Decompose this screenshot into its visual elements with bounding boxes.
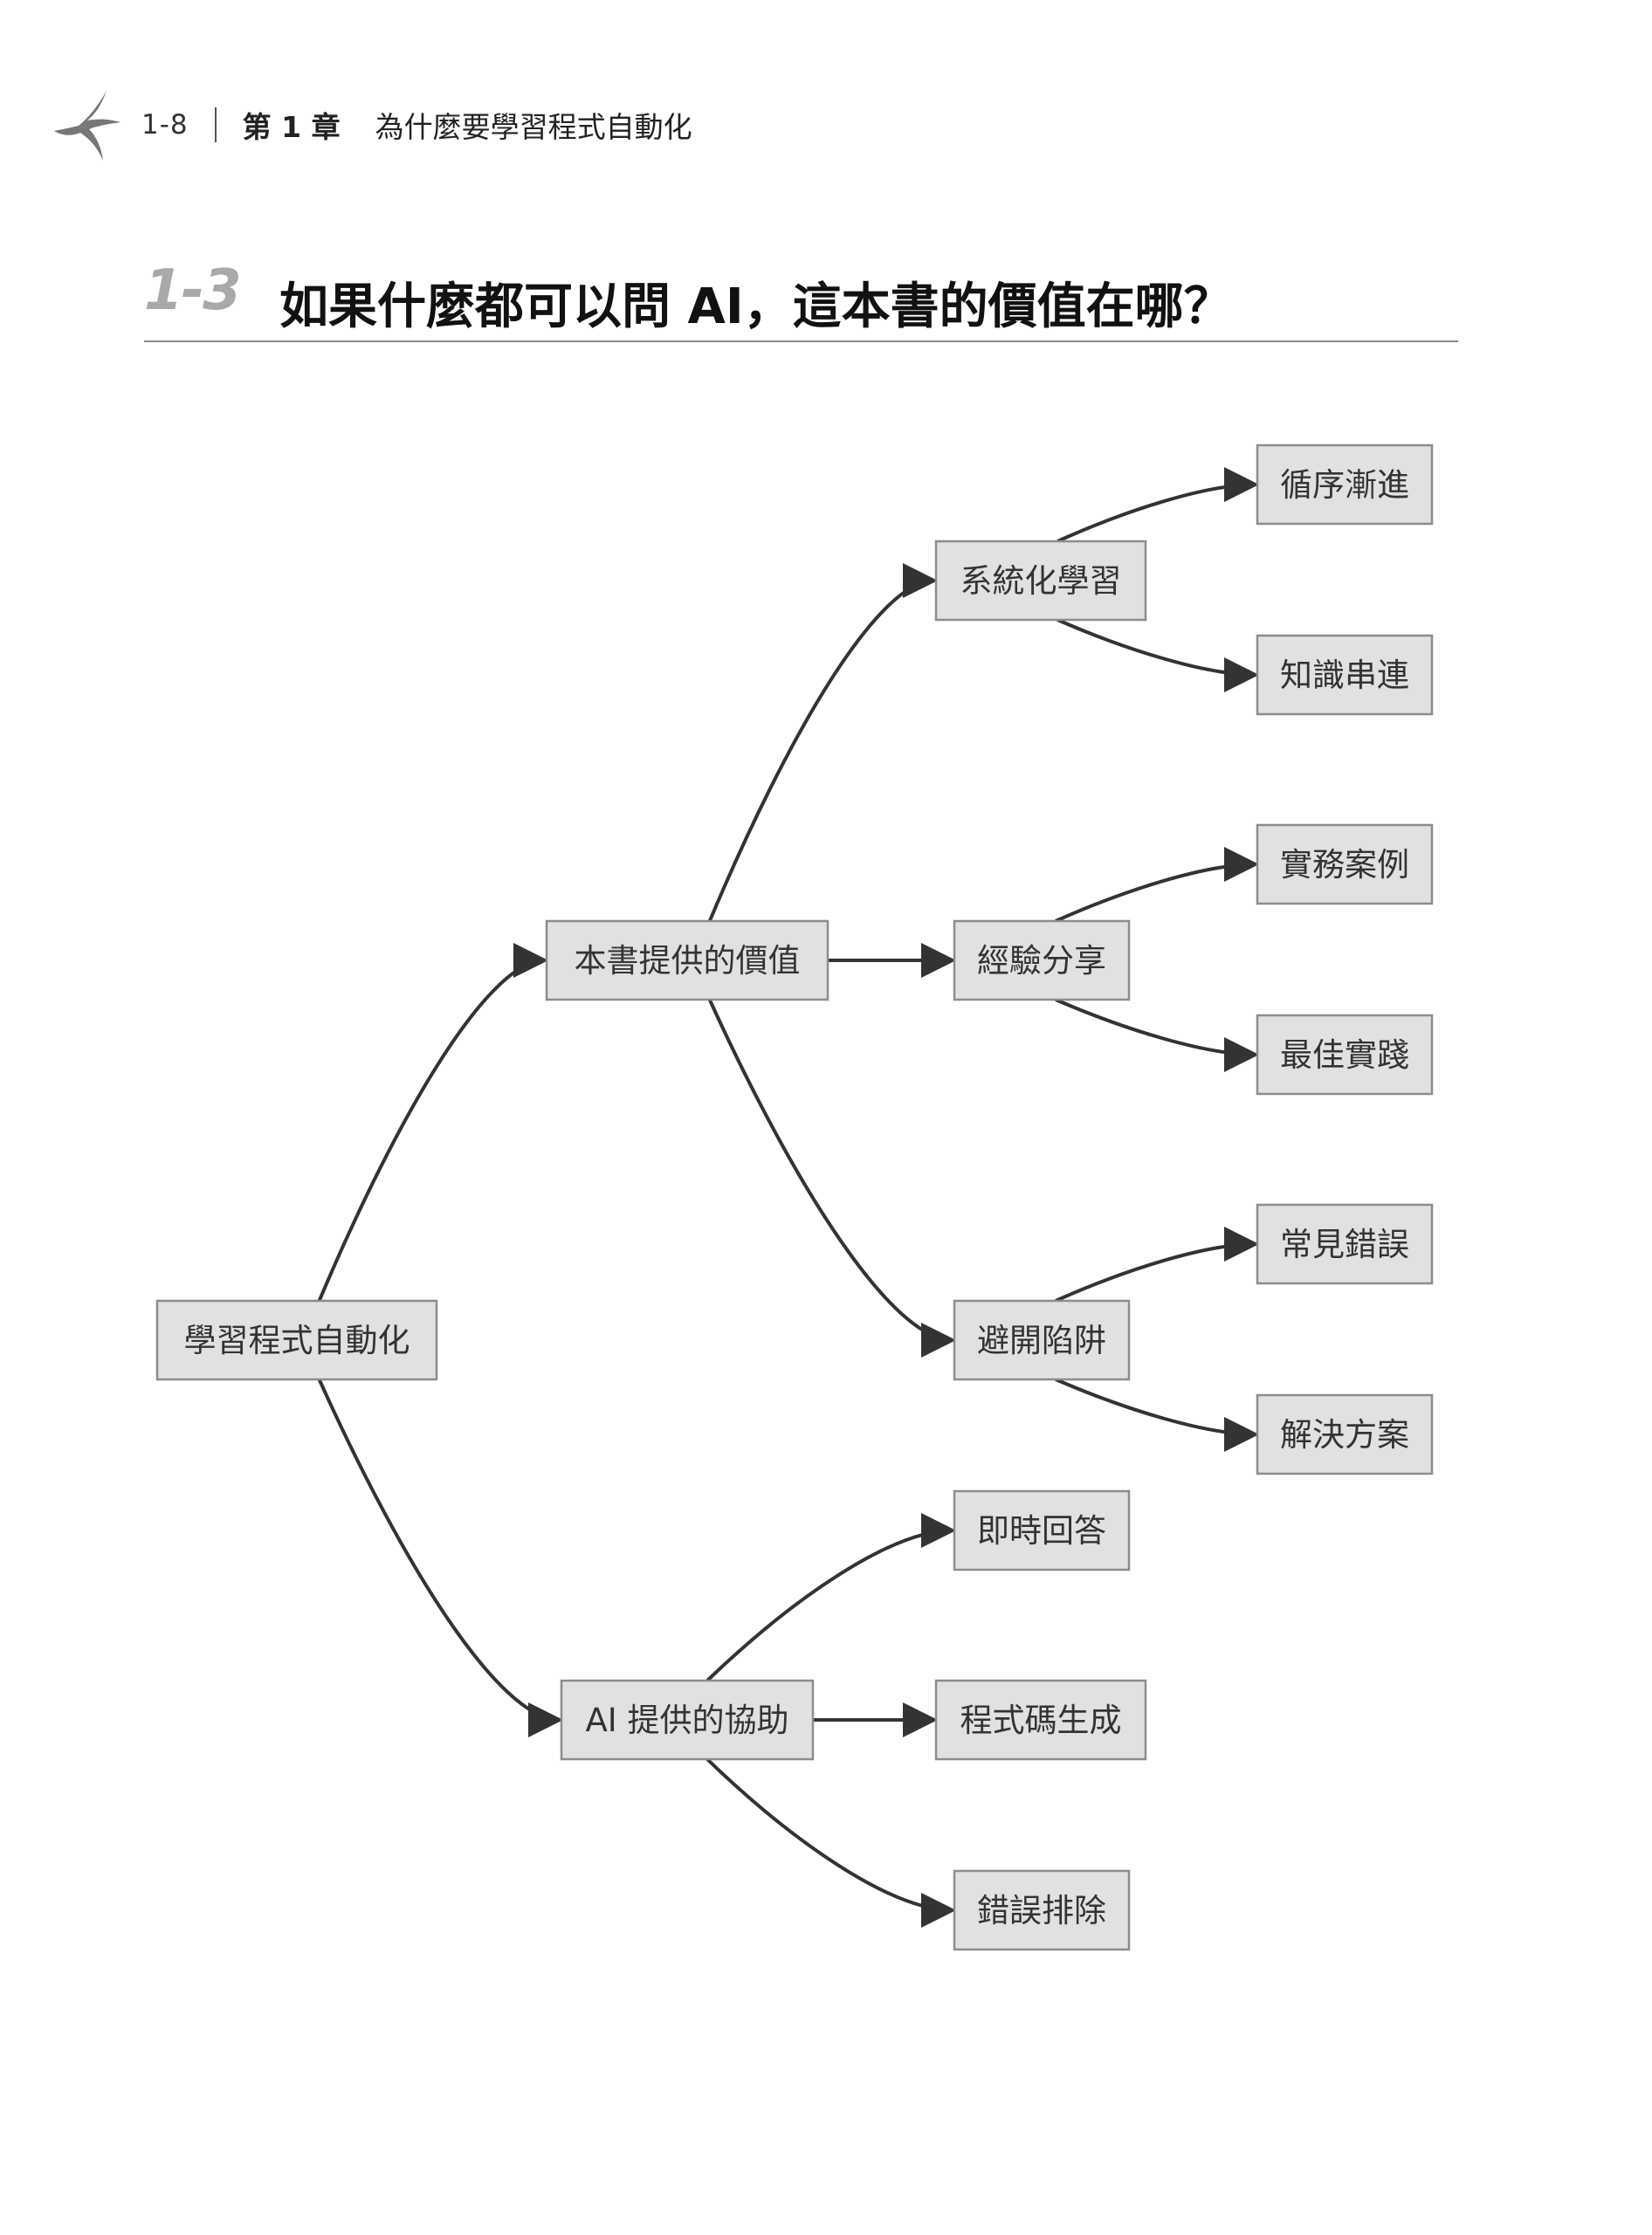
node-label: 解決方案: [1280, 1416, 1409, 1454]
edge-exp-case: [1055, 847, 1259, 923]
edge-sys-link: [1057, 618, 1259, 692]
section-number: 1-3: [144, 258, 242, 323]
node-box: [1256, 1393, 1434, 1475]
edge-book-sys: [707, 563, 938, 922]
edge-exp-best: [1055, 998, 1259, 1072]
edge-book-avoid: [707, 999, 956, 1358]
section-title: 如果什麼都可以問 AI，這本書的價值在哪？: [279, 279, 1233, 335]
node-box: [1256, 1203, 1434, 1285]
chapter-label: 第 1 章: [242, 109, 341, 144]
node-root: 學習程式自動化: [155, 1299, 438, 1381]
node-exp: 經驗分享: [953, 919, 1131, 1001]
node-best: 最佳實踐: [1256, 1014, 1434, 1096]
node-solution: 解決方案: [1256, 1393, 1434, 1475]
page-header: 1-8 第 1 章 為什麼要學習程式自動化: [52, 83, 692, 166]
edge-root-book: [317, 943, 548, 1302]
edge-avoid-common: [1055, 1227, 1259, 1303]
edge-avoid-solution: [1055, 1378, 1259, 1452]
node-box: [560, 1679, 815, 1761]
edge-ai-instant: [706, 1513, 956, 1682]
node-label: 最佳實踐: [1280, 1036, 1409, 1074]
node-codegen: 程式碼生成: [934, 1679, 1147, 1761]
node-box: [934, 1679, 1147, 1761]
node-label: 學習程式自動化: [184, 1322, 410, 1359]
node-box: [953, 919, 1131, 1001]
node-box: [155, 1299, 438, 1381]
header-divider: [214, 107, 217, 142]
page-number: 1-8: [141, 108, 189, 141]
node-label: 程式碼生成: [960, 1702, 1122, 1739]
node-box: [1256, 444, 1434, 526]
node-label: 即時回答: [977, 1512, 1106, 1550]
edge-sys-step: [1057, 467, 1259, 543]
node-box: [953, 1489, 1131, 1571]
node-label: 知識串連: [1280, 657, 1409, 694]
node-label: 錯誤排除: [977, 1892, 1106, 1929]
node-box: [545, 919, 829, 1001]
node-label: AI 提供的協助: [586, 1702, 789, 1739]
node-box: [1256, 634, 1434, 716]
node-debug: 錯誤排除: [953, 1869, 1131, 1951]
node-link: 知識串連: [1256, 634, 1434, 716]
edge-root-ai: [317, 1379, 563, 1737]
node-book: 本書提供的價值: [545, 919, 829, 1001]
node-label: 常見錯誤: [1280, 1226, 1409, 1263]
node-box: [953, 1869, 1131, 1951]
node-label: 循序漸進: [1280, 466, 1409, 504]
node-label: 系統化學習: [960, 562, 1122, 600]
node-ai: AI 提供的協助: [560, 1679, 815, 1761]
node-instant: 即時回答: [953, 1489, 1131, 1571]
node-box: [953, 1299, 1131, 1381]
node-box: [934, 540, 1147, 622]
node-sys: 系統化學習: [934, 540, 1147, 622]
node-label: 避開陷阱: [977, 1322, 1106, 1359]
node-avoid: 避開陷阱: [953, 1299, 1131, 1381]
node-box: [1256, 1014, 1434, 1096]
node-label: 本書提供的價值: [575, 942, 801, 980]
node-case: 實務案例: [1256, 823, 1434, 905]
bird-logo-icon: [54, 90, 120, 161]
edge-ai-debug: [706, 1757, 956, 1928]
node-label: 經驗分享: [977, 942, 1106, 980]
chapter-title: 為什麼要學習程式自動化: [375, 109, 692, 144]
node-common: 常見錯誤: [1256, 1203, 1434, 1285]
node-label: 實務案例: [1280, 846, 1409, 884]
node-step: 循序漸進: [1256, 444, 1434, 526]
node-box: [1256, 823, 1434, 905]
section-heading: 1-3 如果什麼都可以問 AI，這本書的價值在哪？: [144, 253, 1458, 342]
